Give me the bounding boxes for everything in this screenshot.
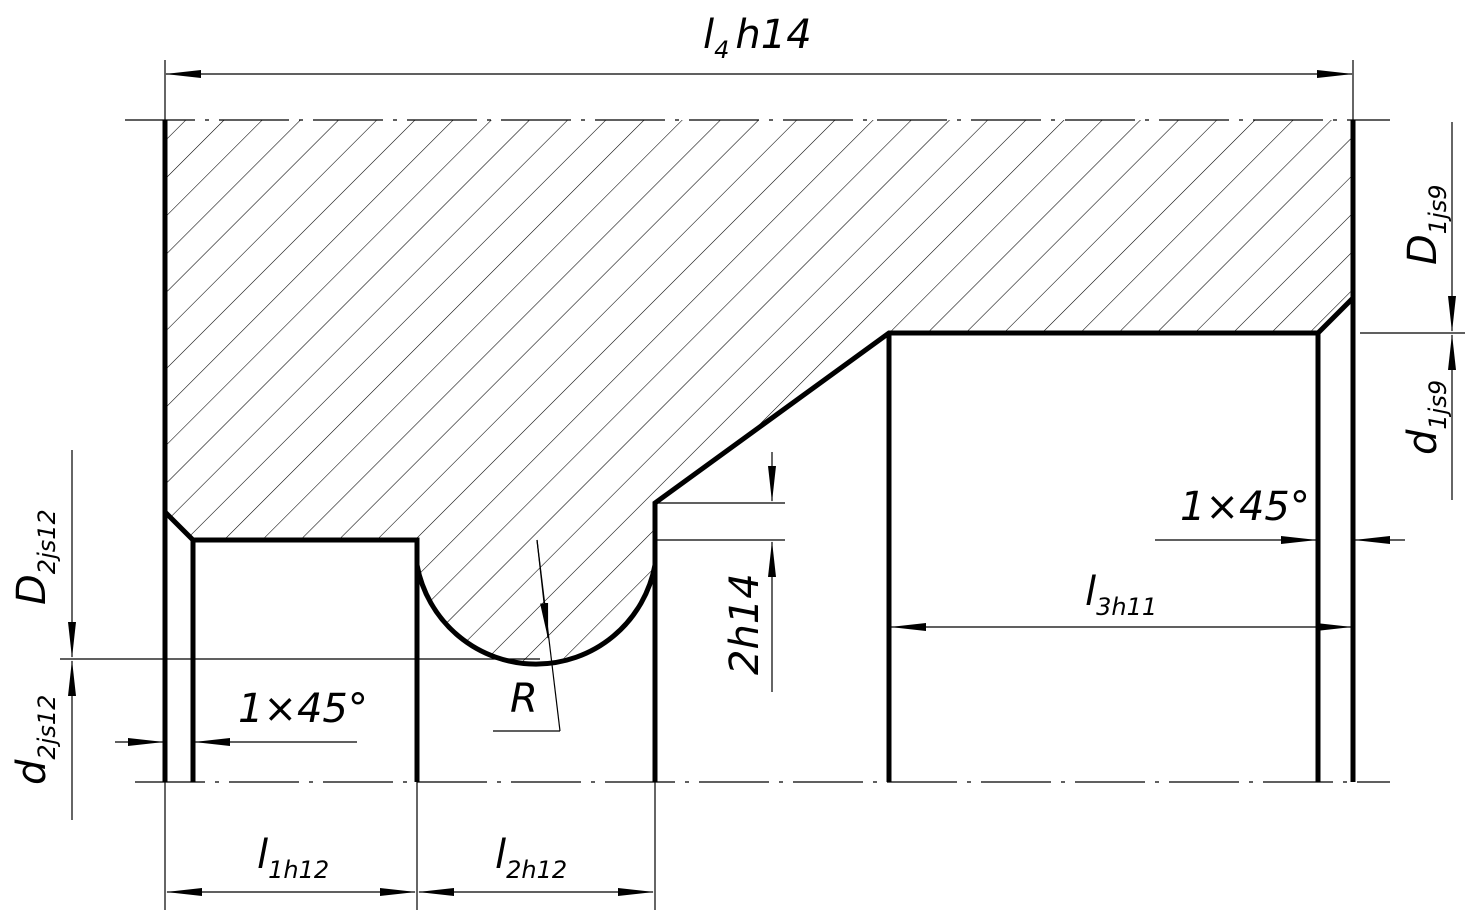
label-D1js9: D1js9 — [1400, 184, 1452, 265]
label-2h14: 2h14 — [722, 573, 768, 675]
hatched-section — [165, 120, 1353, 665]
label-l2h12: l2h12 — [495, 832, 567, 884]
label-D2js12: D2js12 — [9, 509, 61, 605]
center-lines — [125, 119, 1390, 783]
label-d1js9: d1js9 — [1400, 380, 1452, 455]
part-outline — [162, 120, 1356, 782]
label-l3h11: l3h11 — [1085, 569, 1157, 621]
dimension-lines — [60, 60, 1465, 910]
label-l1h12: l1h12 — [257, 832, 329, 884]
label-radius: R — [510, 676, 538, 722]
label-d2js12: d2js12 — [9, 695, 61, 785]
label-chamfer-right: 1×45° — [1180, 484, 1310, 530]
label-chamfer-left: 1×45° — [238, 686, 368, 732]
